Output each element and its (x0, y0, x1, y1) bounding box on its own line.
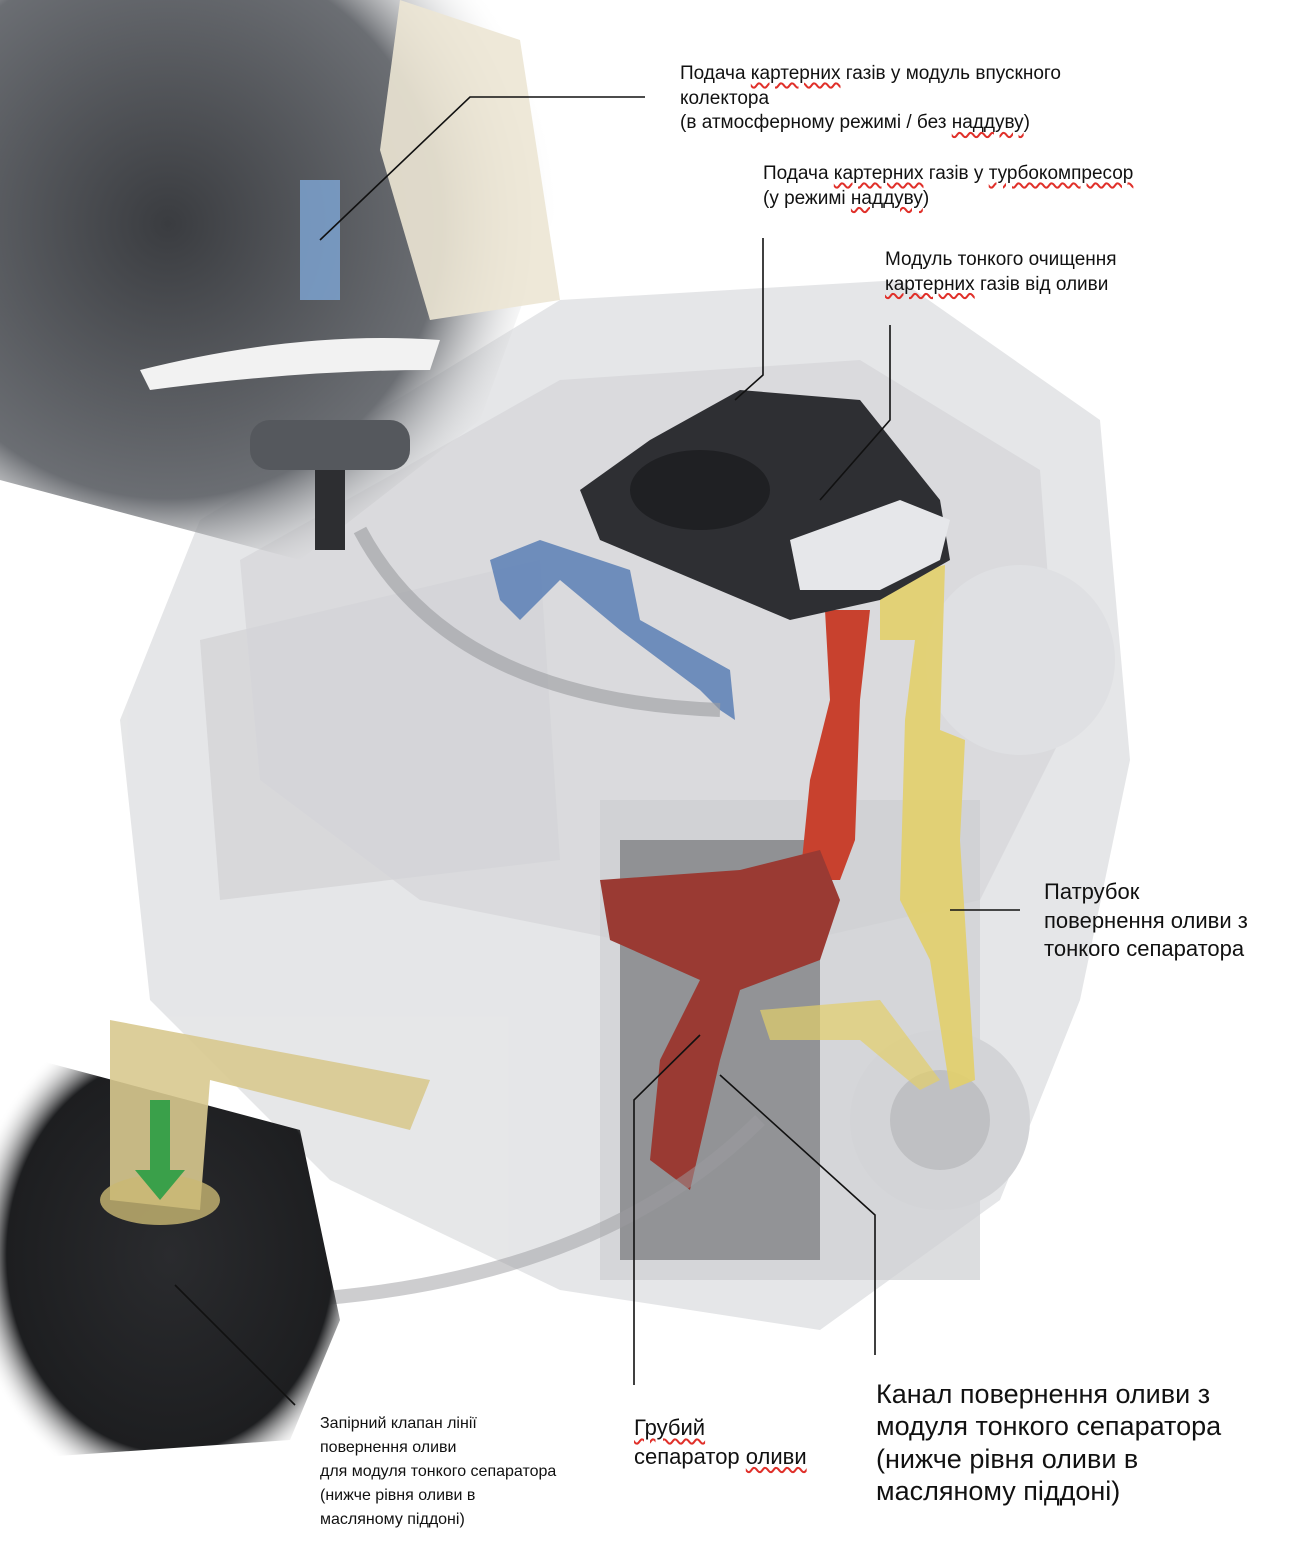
label-line: (в атмосферному режимі / без наддуву) (680, 111, 1061, 136)
label-line: повернення оливи з (1044, 907, 1248, 936)
leader-channel (719, 1074, 876, 1355)
label-line: модуля тонкого сепаратора (876, 1410, 1221, 1442)
crankcase-vent-pipe (800, 610, 870, 880)
label-text: (в атмосферному режимі / без (680, 112, 952, 134)
label-line: картерних газів від оливи (885, 273, 1117, 298)
label-text: сепаратор (634, 1443, 746, 1469)
label-line: сепаратор оливи (634, 1443, 807, 1472)
label-text: Канал повернення оливи з (876, 1379, 1211, 1409)
coarse-separator (600, 850, 840, 1190)
label-text: ) (1023, 112, 1030, 134)
leader-valve (174, 1284, 296, 1406)
label-line: масляному піддоні) (876, 1475, 1221, 1507)
label-line: (нижче рівня оливи в (320, 1484, 556, 1508)
leader-coarse (633, 1034, 701, 1385)
spellcheck-flagged-word: Грубий (634, 1415, 706, 1440)
spellcheck-flagged-word: наддуву (850, 187, 923, 209)
spellcheck-flagged-word: картерних (885, 273, 975, 295)
label-text: газів у (923, 163, 989, 184)
label-text: Патрубок (1044, 879, 1140, 904)
label-line: Запірний клапан лінії (320, 1412, 556, 1436)
label-coarse-separator: Грубий сепаратор оливи (634, 1414, 807, 1471)
label-line: Подача картерних газів у турбокомпресор (763, 162, 1133, 187)
label-line: для модуля тонкого сепаратора (320, 1460, 556, 1484)
label-oil-return-pipe: Патрубок повернення оливи з тонкого сепара… (1044, 878, 1248, 964)
label-text: колектора (680, 87, 770, 109)
label-text: ) (922, 187, 930, 209)
label-text: Подача (680, 63, 751, 84)
label-line: Грубий (634, 1414, 807, 1443)
label-text: Запірний клапан лінії (320, 1415, 477, 1432)
label-line: масляному піддоні) (320, 1508, 556, 1532)
label-line: повернення оливи (320, 1436, 556, 1460)
label-line: колектора (680, 87, 1061, 112)
label-text: Модуль тонкого очищення (885, 249, 1117, 270)
check-valve-inset (0, 1050, 340, 1460)
label-fine-separator-module: Модуль тонкого очищення картерних газів в… (885, 248, 1117, 297)
intake-vent-pipe (490, 540, 735, 720)
label-text: тонкого сепаратора (1044, 936, 1245, 962)
spellcheck-flagged-word: турбокомпресор (988, 163, 1134, 184)
label-line: (нижче рівня оливи в (876, 1443, 1221, 1475)
label-line: Патрубок (1044, 878, 1248, 907)
label-text: масляному піддоні) (876, 1476, 1121, 1507)
label-text: газів у модуль впускного (840, 63, 1061, 84)
spellcheck-flagged-word: картерних (833, 163, 924, 184)
leader-fine (819, 325, 891, 501)
spellcheck-flagged-word: оливи (745, 1443, 807, 1469)
label-line: Канал повернення оливи з (876, 1378, 1221, 1410)
spellcheck-flagged-word: наддуву (951, 112, 1024, 134)
label-text: Подача (763, 163, 834, 184)
label-line: Модуль тонкого очищення (885, 248, 1117, 273)
label-text: повернення оливи (320, 1439, 457, 1456)
leader-lines (174, 96, 1020, 1406)
label-line: (у режимі наддуву) (763, 187, 1133, 212)
label-check-valve: Запірний клапан лінії повернення оливи для… (320, 1412, 556, 1532)
label-text: (у режимі (763, 187, 851, 209)
label-text: повернення оливи з (1044, 907, 1248, 933)
label-line: Подача картерних газів у модуль впускног… (680, 62, 1061, 87)
label-text: газів від оливи (974, 273, 1109, 295)
spellcheck-flagged-word: картерних (750, 63, 841, 84)
leader-intake (319, 96, 645, 241)
label-text: масляному піддоні) (320, 1511, 465, 1528)
label-text: (нижче рівня оливи в (876, 1443, 1139, 1474)
oil-return-pipe (880, 565, 975, 1090)
label-text: модуля тонкого сепаратора (876, 1411, 1222, 1442)
label-turbo-feed: Подача картерних газів у турбокомпресор(… (763, 162, 1133, 211)
label-text: для модуля тонкого сепаратора (320, 1463, 557, 1480)
leader-turbo (734, 238, 764, 401)
label-text: (нижче рівня оливи в (320, 1487, 476, 1504)
label-line: тонкого сепаратора (1044, 935, 1248, 964)
label-intake-manifold-feed: Подача картерних газів у модуль впускног… (680, 62, 1061, 136)
